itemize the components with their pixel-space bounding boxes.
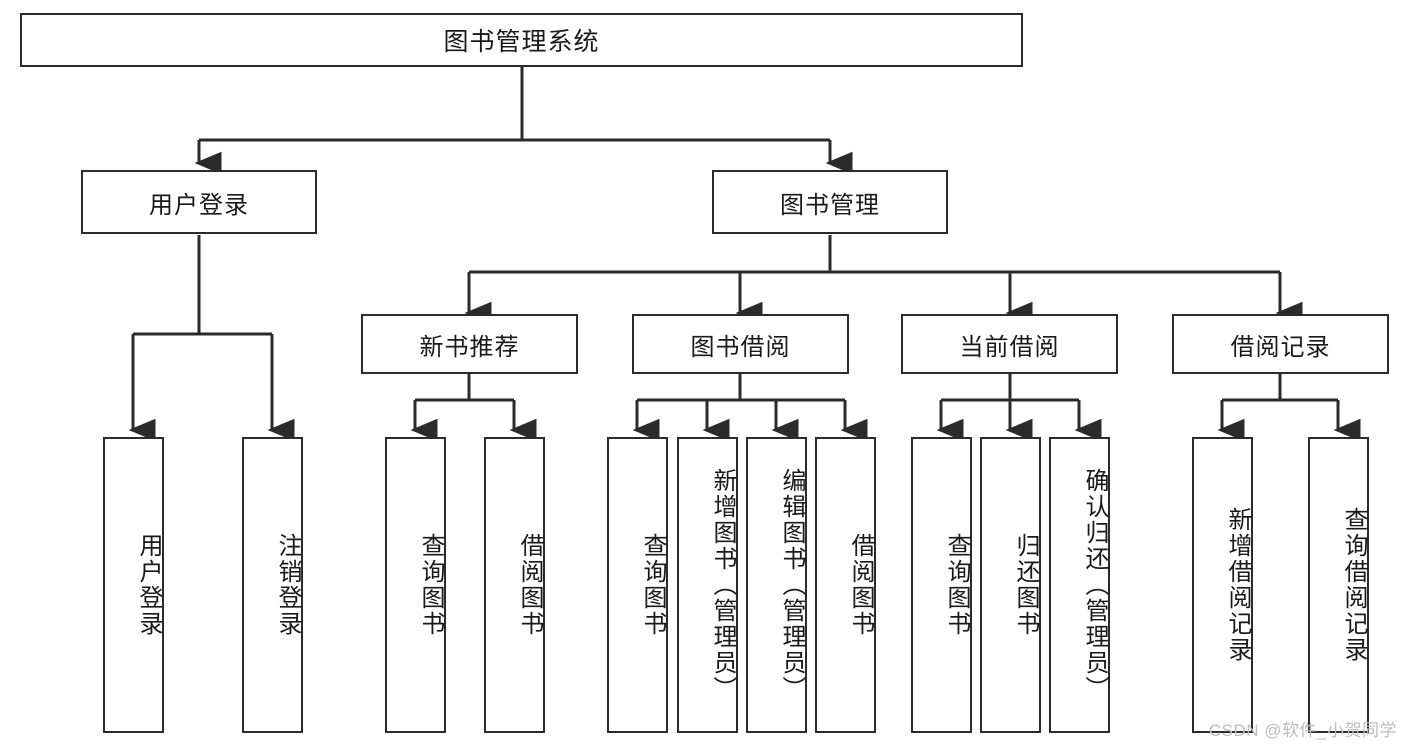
node-label: 查询图书 bbox=[943, 533, 970, 637]
leaf-user-login-logout[interactable]: 注销登录 bbox=[242, 437, 303, 733]
leaf-borrow-add-book-admin[interactable]: 新增图书（管理员） bbox=[677, 437, 738, 733]
node-label: 注销登录 bbox=[274, 533, 301, 637]
node-label: 新增图书（管理员） bbox=[709, 468, 736, 702]
node-label: 借阅记录 bbox=[1230, 333, 1331, 361]
node-label: 查询图书 bbox=[639, 533, 666, 637]
node-new-book-recommend[interactable]: 新书推荐 bbox=[361, 314, 578, 374]
watermark-text: CSDN @软件_小贺同学 bbox=[1208, 721, 1397, 740]
node-root-system[interactable]: 图书管理系统 bbox=[20, 13, 1023, 67]
node-label: 图书借阅 bbox=[690, 333, 791, 361]
node-borrow-record[interactable]: 借阅记录 bbox=[1172, 314, 1389, 374]
node-label: 用户登录 bbox=[149, 191, 249, 219]
leaf-recommend-query-book[interactable]: 查询图书 bbox=[385, 437, 446, 733]
leaf-record-query-record[interactable]: 查询借阅记录 bbox=[1308, 437, 1369, 733]
node-label: 借阅图书 bbox=[516, 533, 543, 637]
node-book-management[interactable]: 图书管理 bbox=[712, 170, 948, 234]
node-label: 新增借阅记录 bbox=[1224, 507, 1251, 663]
leaf-current-confirm-return-admin[interactable]: 确认归还（管理员） bbox=[1049, 437, 1110, 733]
node-label: 当前借阅 bbox=[959, 333, 1060, 361]
node-label: 图书管理系统 bbox=[443, 28, 600, 56]
node-label: 编辑图书（管理员） bbox=[778, 468, 805, 702]
leaf-recommend-borrow-book[interactable]: 借阅图书 bbox=[484, 437, 545, 733]
leaf-current-query-book[interactable]: 查询图书 bbox=[911, 437, 972, 733]
leaf-borrow-edit-book-admin[interactable]: 编辑图书（管理员） bbox=[746, 437, 807, 733]
node-user-login[interactable]: 用户登录 bbox=[81, 170, 317, 234]
node-label: 归还图书 bbox=[1012, 533, 1039, 637]
node-current-borrow[interactable]: 当前借阅 bbox=[901, 314, 1118, 374]
leaf-record-add-record[interactable]: 新增借阅记录 bbox=[1192, 437, 1253, 733]
leaf-borrow-query-book[interactable]: 查询图书 bbox=[607, 437, 668, 733]
node-label: 用户登录 bbox=[135, 533, 162, 637]
leaf-borrow-borrow-book[interactable]: 借阅图书 bbox=[815, 437, 876, 733]
node-label: 查询图书 bbox=[417, 533, 444, 637]
node-label: 图书管理 bbox=[780, 191, 880, 219]
leaf-current-return-book[interactable]: 归还图书 bbox=[980, 437, 1041, 733]
node-label: 借阅图书 bbox=[847, 533, 874, 637]
leaf-user-login-login[interactable]: 用户登录 bbox=[103, 437, 164, 733]
node-label: 查询借阅记录 bbox=[1340, 507, 1367, 663]
node-label: 确认归还（管理员） bbox=[1081, 468, 1108, 702]
node-label: 新书推荐 bbox=[419, 333, 520, 361]
node-book-borrow[interactable]: 图书借阅 bbox=[632, 314, 849, 374]
